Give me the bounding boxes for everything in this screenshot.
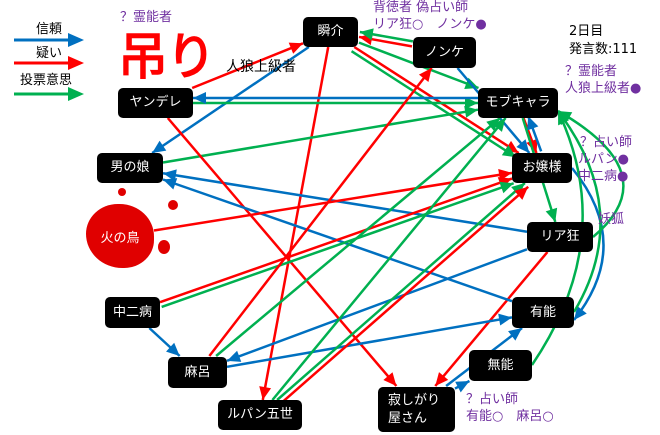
node-lupin: ルパン五世: [218, 400, 302, 430]
arrowhead-doubt: [418, 68, 432, 82]
blood-drop: [158, 240, 170, 254]
node-sabishi-line2: 屋さん: [388, 410, 428, 426]
arrowhead-trust: [455, 381, 470, 393]
arrowhead-vote: [492, 118, 506, 132]
arrowhead-trust: [152, 140, 167, 153]
node-riakyou: リア狂: [527, 222, 593, 252]
arrowhead-trust: [516, 139, 530, 153]
node-nonke: ノンケ: [413, 37, 476, 68]
node-chuuni: 中二病: [105, 297, 160, 328]
annotation-sabishi-role: ？占い師: [466, 392, 519, 407]
arrowhead-trust: [166, 342, 180, 356]
legend-doubt-label: 疑い: [36, 46, 63, 61]
annotation-sabishi-results: 有能○ 麻呂○: [466, 409, 554, 424]
arrowhead-vote: [545, 207, 558, 222]
edge-vote-maro-to-mob: [215, 117, 501, 357]
arrowhead-vote: [511, 183, 525, 197]
edge-vote-riakyou-to-mob: [557, 109, 625, 238]
edge-trust-shunsuke-to-otokonoko: [151, 45, 310, 155]
node-ojou: お嬢様: [512, 153, 572, 183]
blood-drop: [118, 188, 126, 196]
edge-trust-riakyou-to-maro: [226, 248, 528, 363]
edge-doubt-yandere-to-shunsuke: [191, 42, 304, 90]
edge-doubt-chuuni-to-ojou: [159, 177, 513, 304]
arrowhead-doubt: [288, 42, 303, 54]
node-shunsuke: 瞬介: [303, 17, 358, 47]
legend-vote-arrowhead: [68, 87, 84, 101]
edge-trust-maro-to-yuunou: [226, 316, 513, 369]
edge-trust-ojou-to-yuunou: [571, 167, 605, 321]
arrowhead-vote: [558, 111, 569, 126]
edge-vote-chuuni-to-ojou: [161, 182, 515, 309]
hanged-label: 吊り: [118, 28, 216, 86]
node-sabishi-line1: 寂しがり: [388, 392, 441, 408]
annotation-ojou-result-2: 中二病●: [578, 169, 629, 184]
annotation-ojou-result-1: ルパン●: [578, 152, 629, 167]
annotation-mob-results: 人狼上級者●: [565, 81, 642, 96]
arrowhead-vote: [465, 97, 478, 109]
arrowhead-doubt: [383, 372, 397, 386]
arrowhead-trust: [498, 313, 512, 326]
edge-vote-lupin-to-ojou: [276, 182, 526, 401]
node-munou: 無能: [469, 350, 532, 381]
blood-drop: [168, 200, 178, 210]
arrowhead-trust: [527, 116, 539, 131]
annotation-top-left-role: ？霊能者: [120, 10, 173, 25]
arrowhead-vote: [464, 105, 478, 118]
edge-doubt-riakyou-to-sabishi: [434, 251, 549, 387]
edge-vote-lupin-to-mob: [271, 117, 507, 401]
arrowhead-trust: [574, 306, 587, 320]
node-otokonoko: 男の娘: [97, 153, 163, 183]
arrowhead-trust: [193, 92, 206, 104]
legend-trust-arrowhead: [68, 33, 84, 47]
node-hinotori: 火の鳥: [86, 204, 154, 268]
arrowhead-trust: [163, 169, 177, 182]
legend-arrows: [14, 33, 84, 101]
edge-doubt-lupin-to-ojou: [279, 185, 529, 405]
arrowhead-doubt: [514, 186, 529, 200]
legend-trust-label: 信頼: [36, 22, 63, 37]
node-maro: 麻呂: [168, 357, 227, 388]
node-mob: モブキャラ: [478, 88, 558, 118]
edge-vote-otokonoko-to-mob: [162, 108, 479, 164]
annotation-mob-role: ？霊能者: [565, 64, 618, 79]
arrowhead-trust: [508, 328, 523, 341]
arrowhead-vote: [499, 181, 514, 194]
edge-vote-yuunou-to-mob: [557, 110, 602, 313]
legend-doubt-arrowhead: [68, 56, 84, 70]
arrowhead-doubt: [498, 168, 512, 181]
edge-doubt-yandere-to-sabishi: [166, 117, 398, 387]
legend-vote-label: 投票意思: [20, 73, 73, 88]
arrowhead-vote: [359, 28, 374, 41]
annotation-shunsuke-results: リア狂○ ノンケ●: [373, 17, 487, 32]
node-sabishigariya: 寂しがり 屋さん: [378, 387, 455, 432]
post-count: 発言数:111: [569, 42, 638, 57]
arrowhead-doubt: [435, 372, 449, 386]
annotation-ojou-role: ？占い師: [580, 135, 633, 150]
edge-doubt-shunsuke-to-lupin: [261, 46, 330, 401]
annotation-top-left-skill: 人狼上級者: [226, 59, 296, 75]
annotation-shunsuke-role: 背徳者 偽占い師: [373, 0, 469, 15]
arrowhead-trust: [227, 350, 242, 362]
edge-doubt-maro-to-nonke: [208, 67, 433, 357]
day-label: 2日目: [569, 24, 604, 39]
node-yandere: ヤンデレ: [118, 88, 193, 118]
annotation-riakyou-role: 妖狐: [598, 212, 625, 227]
node-yuunou: 有能: [512, 297, 574, 328]
arrowhead-doubt: [259, 386, 272, 400]
arrowhead-trust: [163, 178, 178, 190]
